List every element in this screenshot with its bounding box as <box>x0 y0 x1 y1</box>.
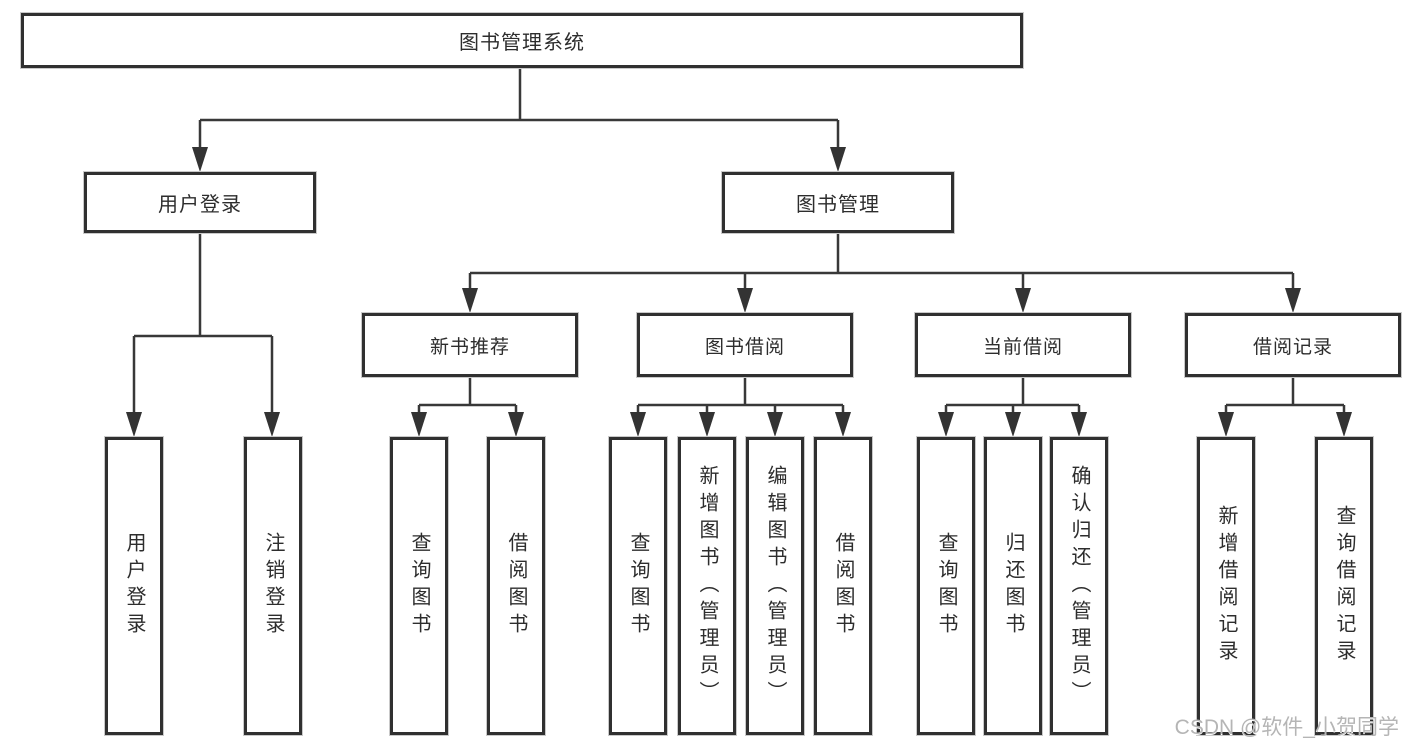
csdn-watermark: CSDN @软件_小贺同学 <box>1174 716 1399 739</box>
leaf-logout: 注销登录 <box>244 437 302 735</box>
leaf-borrow-books-1-label: 借阅图书 <box>505 532 527 640</box>
leaf-add-borrow-record: 新增借阅记录 <box>1197 437 1255 735</box>
node-current-borrowing: 当前借阅 <box>915 313 1131 377</box>
node-user-login-label: 用户登录 <box>158 194 242 216</box>
leaf-borrow-books-1: 借阅图书 <box>487 437 545 735</box>
node-book-management: 图书管理 <box>722 172 954 233</box>
leaf-edit-books-admin: 编辑图书（管理员） <box>746 437 804 735</box>
node-book-borrowing: 图书借阅 <box>637 313 853 377</box>
node-book-management-label: 图书管理 <box>796 194 880 216</box>
leaf-confirm-return-admin: 确认归还（管理员） <box>1050 437 1108 735</box>
leaf-logout-label: 注销登录 <box>262 532 284 640</box>
connector-strokes <box>132 68 1346 416</box>
leaf-borrow-books-2: 借阅图书 <box>814 437 872 735</box>
node-user-login: 用户登录 <box>84 172 316 233</box>
node-library-system: 图书管理系统 <box>21 13 1023 68</box>
node-new-book-recommend-label: 新书推荐 <box>429 336 510 358</box>
leaf-return-books: 归还图书 <box>984 437 1042 735</box>
leaf-add-books-admin-label: 新增图书（管理员） <box>696 464 718 708</box>
leaf-user-login: 用户登录 <box>105 437 163 735</box>
leaf-confirm-return-admin-label: 确认归还（管理员） <box>1068 464 1090 708</box>
leaf-borrow-books-2-label: 借阅图书 <box>832 532 854 640</box>
leaf-query-books-3: 查询图书 <box>917 437 975 735</box>
leaf-query-books-3-label: 查询图书 <box>935 532 957 640</box>
leaf-query-books-1: 查询图书 <box>390 437 448 735</box>
node-book-borrowing-label: 图书借阅 <box>704 336 785 358</box>
leaf-user-login-label: 用户登录 <box>123 532 145 640</box>
node-library-system-label: 图书管理系统 <box>459 32 585 54</box>
node-borrow-records-label: 借阅记录 <box>1252 336 1333 358</box>
leaf-query-books-2-label: 查询图书 <box>627 532 649 640</box>
leaf-query-books-2: 查询图书 <box>609 437 667 735</box>
leaf-query-borrow-record-label: 查询借阅记录 <box>1333 505 1355 667</box>
arrowheads <box>126 147 1352 437</box>
leaf-add-books-admin: 新增图书（管理员） <box>678 437 736 735</box>
leaf-return-books-label: 归还图书 <box>1002 532 1024 640</box>
leaf-query-borrow-record: 查询借阅记录 <box>1315 437 1373 735</box>
leaf-edit-books-admin-label: 编辑图书（管理员） <box>764 464 786 708</box>
node-current-borrowing-label: 当前借阅 <box>982 336 1063 358</box>
leaf-query-books-1-label: 查询图书 <box>408 532 430 640</box>
node-borrow-records: 借阅记录 <box>1185 313 1401 377</box>
leaf-add-borrow-record-label: 新增借阅记录 <box>1215 505 1237 667</box>
node-new-book-recommend: 新书推荐 <box>362 313 578 377</box>
